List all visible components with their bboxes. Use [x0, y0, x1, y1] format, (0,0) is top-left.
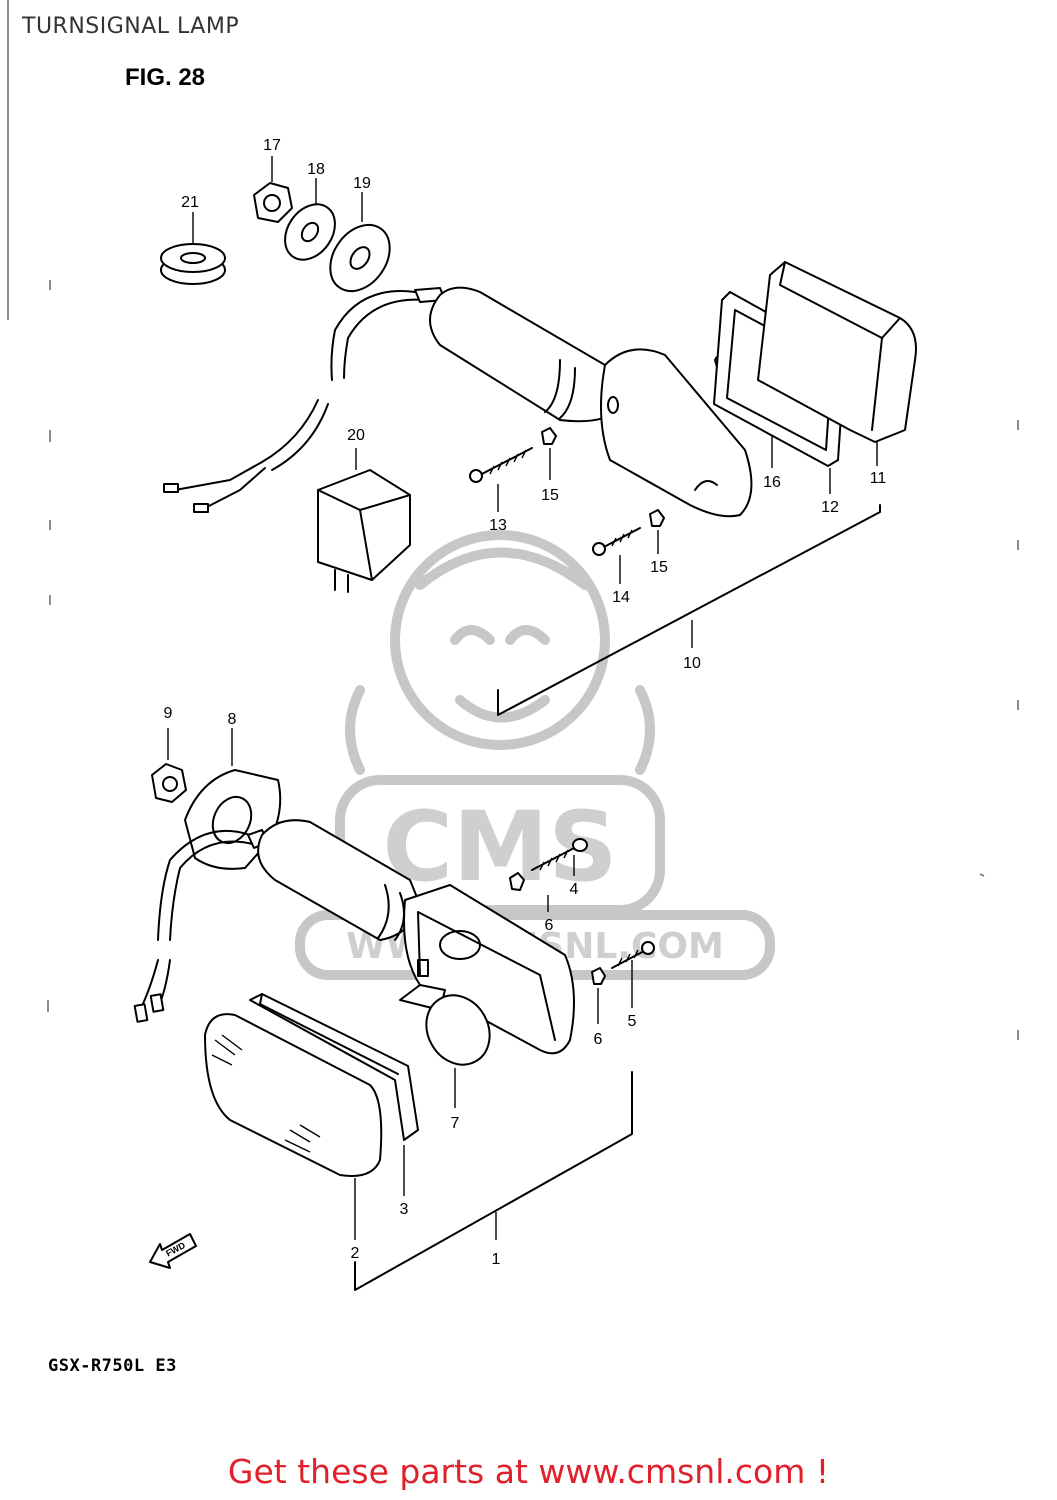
model-code: GSX-R750L E3 [48, 1356, 177, 1376]
callout-17: 17 [263, 137, 281, 154]
callout-12: 12 [821, 499, 839, 516]
part-9-nut [151, 728, 187, 803]
part-1-front-turnsignal-assembly [247, 819, 575, 1055]
callout-9: 9 [164, 705, 173, 722]
scan-margin-marks [7, 0, 1019, 1040]
part-19-washer [329, 192, 391, 293]
part-20-flasher-relay [317, 448, 411, 593]
callout-4: 4 [570, 881, 579, 898]
lower-wire [157, 829, 257, 941]
part-11-lens [757, 261, 917, 466]
callout-13: 13 [489, 517, 507, 534]
callout-19: 19 [353, 175, 371, 192]
part-4-screw [531, 838, 588, 876]
assembly-bracket-1 [354, 1071, 633, 1291]
part-6-nut-lower [591, 967, 606, 1024]
part-2-lens [204, 1013, 383, 1240]
part-14-screw [592, 527, 641, 584]
callout-20: 20 [347, 427, 365, 444]
callout-2: 2 [351, 1245, 360, 1262]
figure-label: FIG. 28 [125, 64, 206, 91]
callout-14: 14 [612, 589, 630, 606]
part-15-nut-lower [649, 509, 665, 554]
upper-wire [330, 290, 416, 381]
callout-5: 5 [628, 1013, 637, 1030]
callout-3: 3 [400, 1201, 409, 1218]
part-13-screw [469, 447, 533, 512]
callout-10: 10 [683, 655, 701, 672]
callout-labels: 17 18 19 21 20 16 11 15 12 13 15 14 10 9… [164, 137, 887, 1268]
callout-6-lower: 6 [594, 1031, 603, 1048]
part-10-rear-turnsignal-assembly [414, 286, 753, 518]
part-7-bulb [399, 984, 491, 1108]
callout-7: 7 [451, 1115, 460, 1132]
callout-11: 11 [870, 470, 887, 487]
callout-6-upper: 6 [545, 917, 554, 934]
callout-1: 1 [492, 1251, 501, 1268]
callout-15-lower: 15 [650, 559, 668, 576]
callout-8: 8 [228, 711, 237, 728]
part-15-nut-upper [541, 427, 557, 480]
part-3-gasket [249, 993, 419, 1196]
part-21-grommet [160, 212, 226, 285]
callout-18: 18 [307, 161, 325, 178]
callout-16: 16 [763, 474, 781, 491]
part-18-washer [284, 178, 336, 261]
part-5-screw [611, 941, 655, 1008]
callout-21: 21 [181, 194, 199, 211]
part-6-nut-upper [509, 872, 549, 912]
fwd-arrow-icon: FWD [149, 1233, 197, 1269]
part-17-nut [253, 156, 293, 223]
callout-15-upper: 15 [541, 487, 559, 504]
page-title: TURNSIGNAL LAMP [22, 14, 240, 39]
get-parts-link[interactable]: Get these parts at www.cmsnl.com ! [227, 1452, 830, 1491]
assembly-bracket-10 [497, 504, 881, 716]
